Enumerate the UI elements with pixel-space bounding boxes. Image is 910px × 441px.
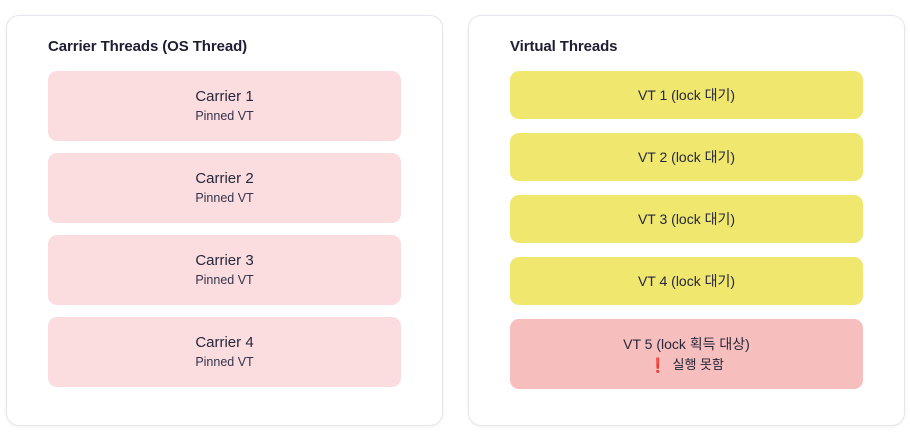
carrier-name: Carrier 1 <box>195 88 254 105</box>
warning-text: 실행 못함 <box>672 356 724 372</box>
carrier-threads-panel: Carrier Threads (OS Thread) Carrier 1 Pi… <box>6 15 443 426</box>
carrier-name: Carrier 4 <box>195 334 254 351</box>
carrier-panel-title: Carrier Threads (OS Thread) <box>48 38 248 55</box>
warning-exclamation-icon: ❗ <box>649 356 667 373</box>
virtual-thread-rows: VT 1 (lock 대기) VT 2 (lock 대기) VT 3 (lock… <box>510 71 863 389</box>
virtual-thread-label: VT 4 (lock 대기) <box>637 272 736 289</box>
virtual-thread-box-blocked: VT 5 (lock 획득 대상) ❗ 실행 못함 <box>510 319 863 389</box>
panels-container: Carrier Threads (OS Thread) Carrier 1 Pi… <box>6 15 905 426</box>
virtual-thread-warning: ❗ 실행 못함 <box>649 356 724 374</box>
virtual-thread-label: VT 1 (lock 대기) <box>637 86 736 103</box>
carrier-rows: Carrier 1 Pinned VT Carrier 2 Pinned VT … <box>48 71 401 387</box>
virtual-thread-label: VT 3 (lock 대기) <box>637 210 736 227</box>
carrier-status: Pinned VT <box>195 273 254 287</box>
virtual-thread-box: VT 1 (lock 대기) <box>510 71 863 119</box>
virtual-thread-box: VT 3 (lock 대기) <box>510 195 863 243</box>
virtual-thread-box: VT 4 (lock 대기) <box>510 257 863 305</box>
virtual-panel-title: Virtual Threads <box>510 38 618 55</box>
carrier-box: Carrier 4 Pinned VT <box>48 317 401 387</box>
carrier-status: Pinned VT <box>195 355 254 369</box>
carrier-status: Pinned VT <box>195 191 254 205</box>
carrier-box: Carrier 2 Pinned VT <box>48 153 401 223</box>
virtual-threads-panel: Virtual Threads VT 1 (lock 대기) VT 2 (loc… <box>468 15 905 426</box>
carrier-status: Pinned VT <box>195 109 254 123</box>
carrier-name: Carrier 2 <box>195 170 254 187</box>
virtual-thread-box: VT 2 (lock 대기) <box>510 133 863 181</box>
virtual-thread-label: VT 2 (lock 대기) <box>637 148 736 165</box>
carrier-name: Carrier 3 <box>195 252 254 269</box>
carrier-box: Carrier 3 Pinned VT <box>48 235 401 305</box>
virtual-thread-label: VT 5 (lock 획득 대상) <box>623 335 750 352</box>
carrier-box: Carrier 1 Pinned VT <box>48 71 401 141</box>
